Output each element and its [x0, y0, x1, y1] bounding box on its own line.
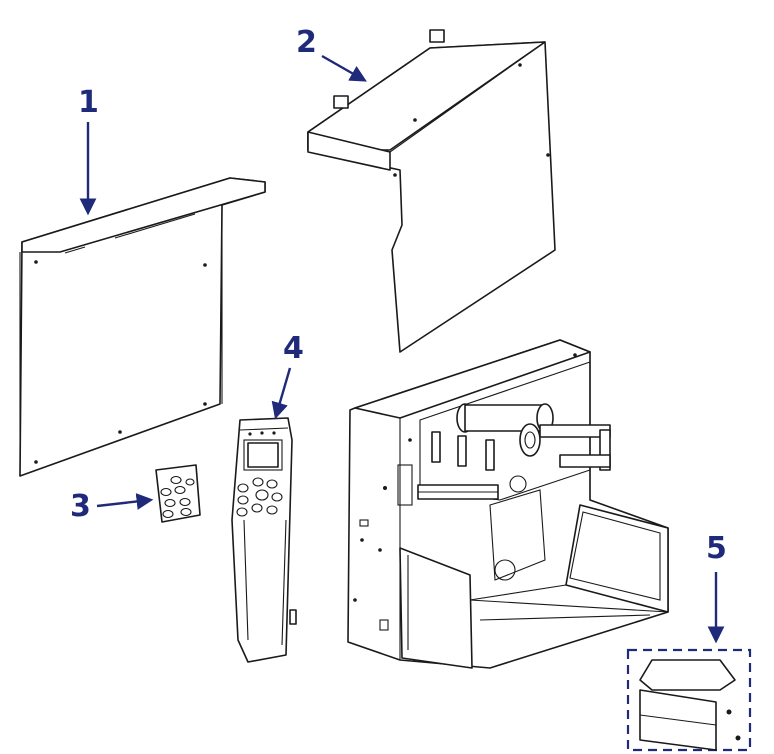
- callout-4: 4: [283, 331, 304, 366]
- callout-labels: 1 2 3 4 5: [70, 25, 727, 566]
- hinge-tab: [429, 29, 445, 43]
- part-4-control-panel: [231, 417, 297, 663]
- callout-2: 2: [296, 25, 317, 60]
- callout-1: 1: [78, 85, 99, 120]
- part-5-bracket: [626, 648, 752, 752]
- arrow-4: [271, 367, 292, 420]
- callout-5: 5: [706, 531, 727, 566]
- part-2-media-cover: [307, 29, 556, 353]
- callout-arrows: [79, 54, 725, 644]
- hinge-tab: [333, 95, 349, 109]
- printer-main-frame: [347, 339, 669, 669]
- arrow-3: [96, 493, 154, 510]
- detail-box: [626, 648, 752, 752]
- part-3-keypad: [155, 464, 201, 523]
- part-1-side-cover: [19, 177, 266, 477]
- arrow-2: [321, 54, 367, 82]
- callout-3: 3: [70, 489, 91, 524]
